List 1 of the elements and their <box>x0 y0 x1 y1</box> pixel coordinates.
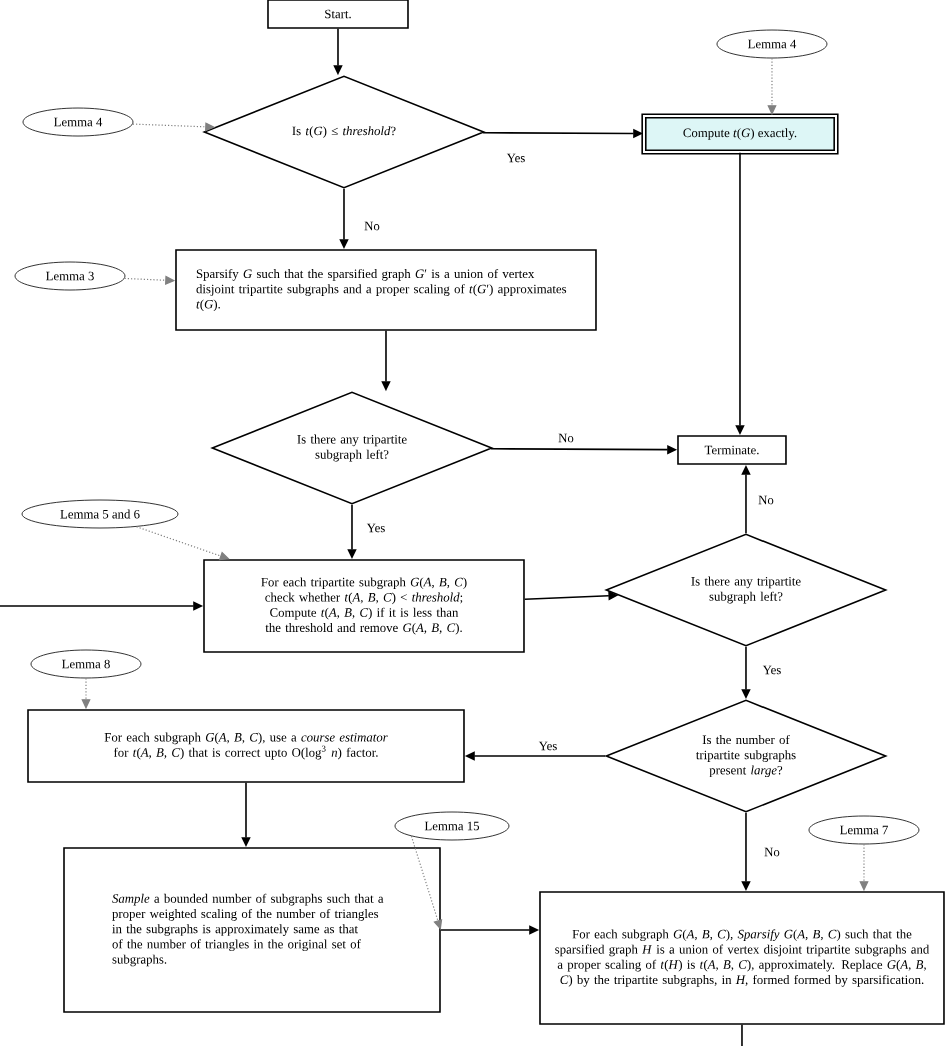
leader-line <box>410 835 443 930</box>
